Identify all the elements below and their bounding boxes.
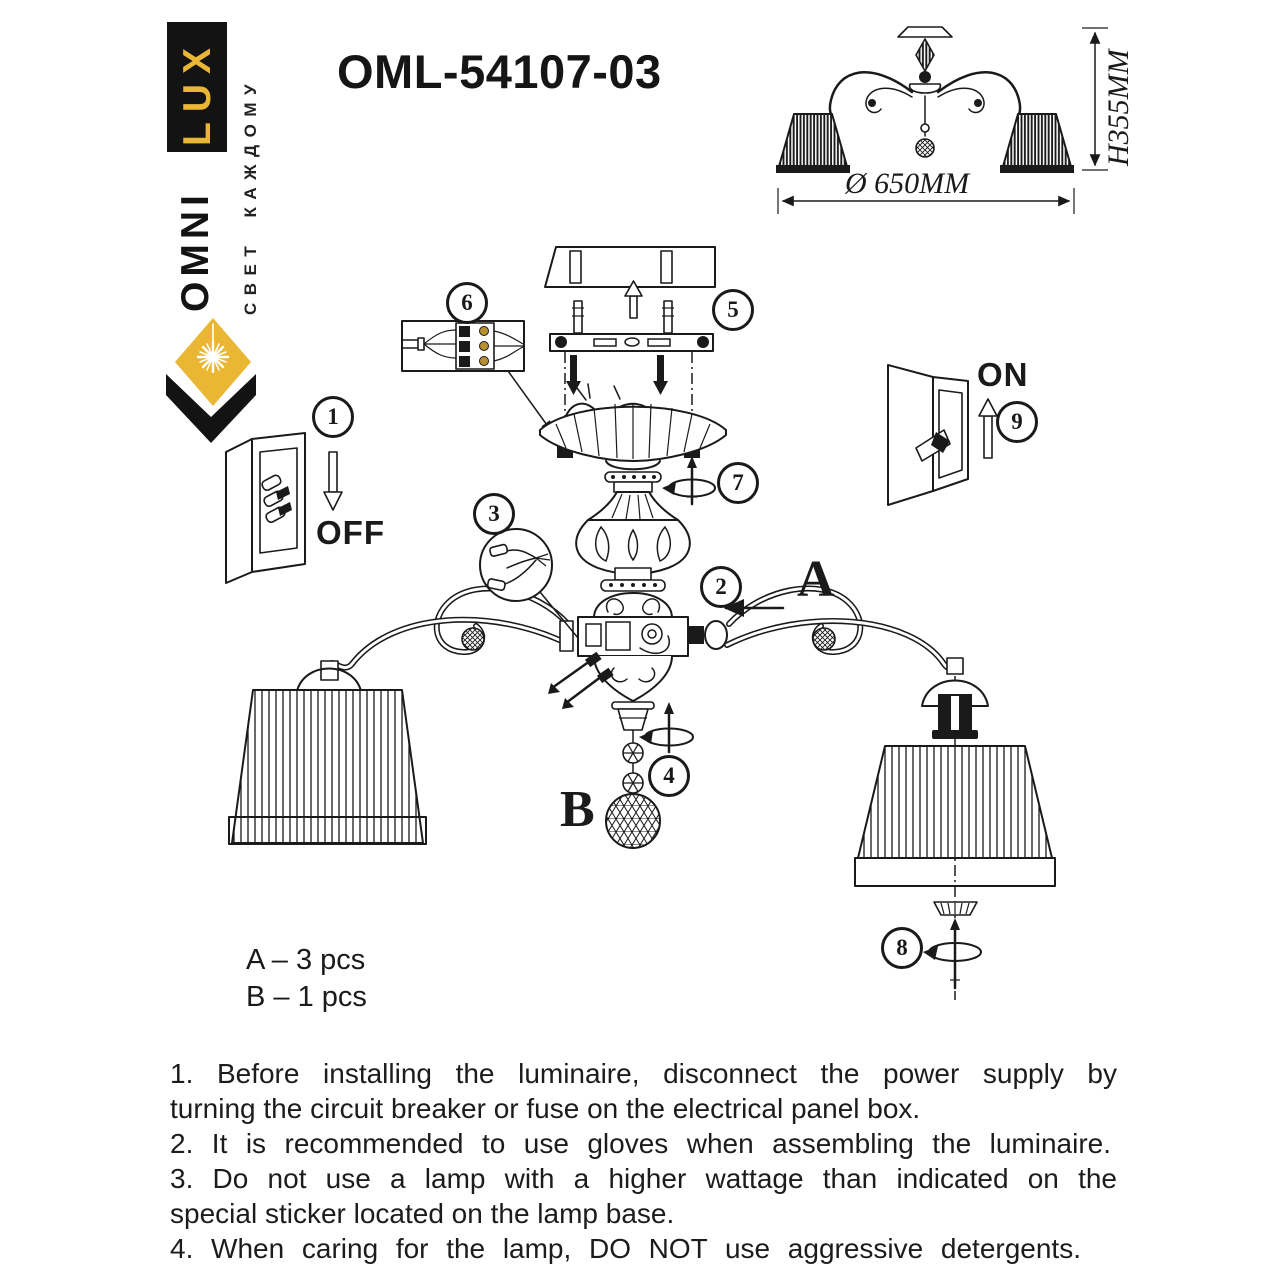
spec-shade-right bbox=[1000, 113, 1074, 173]
step-circle-1: 1 bbox=[312, 396, 354, 438]
logo-tagline: СВЕТ КАЖДОМУ bbox=[241, 76, 260, 315]
pendant-crystal bbox=[605, 701, 694, 849]
column-body bbox=[575, 481, 691, 592]
pendant-quantity: B – 1 pcs bbox=[246, 981, 367, 1013]
arm-quantity: A – 3 pcs bbox=[246, 944, 366, 976]
breaker-switch-icon bbox=[915, 429, 951, 462]
step-circle-5: 5 bbox=[712, 289, 754, 331]
pendant-letter-b: B bbox=[560, 781, 595, 838]
off-label: OFF bbox=[316, 514, 385, 551]
breaker-switch-icon bbox=[261, 474, 292, 524]
height-dimension bbox=[1082, 27, 1108, 171]
up-arrow-icon bbox=[983, 415, 993, 459]
starburst-icon bbox=[196, 323, 230, 374]
rotation-arrow-4 bbox=[639, 702, 694, 754]
wire-connector-magnifier bbox=[479, 528, 579, 639]
step-circle-2: 2 bbox=[700, 566, 742, 608]
step-circle-6: 6 bbox=[446, 282, 488, 324]
down-arrow-icon bbox=[328, 451, 338, 493]
pointer-line bbox=[507, 370, 553, 434]
step-circle-8: 8 bbox=[881, 927, 923, 969]
left-arm bbox=[329, 585, 573, 671]
shade-band bbox=[228, 816, 427, 845]
step-circle-4: 4 bbox=[648, 755, 690, 797]
diameter-dimension bbox=[777, 188, 1075, 214]
instruction-line: 3. Do not use a lamp with a higher watta… bbox=[170, 1163, 1117, 1194]
omnilux-logo-icon bbox=[166, 22, 256, 443]
instruction-line: special sticker located on the lamp base… bbox=[170, 1198, 675, 1229]
left-shade bbox=[228, 660, 427, 845]
step-circle-3: 3 bbox=[473, 493, 515, 535]
page-title: OML-54107-03 bbox=[337, 45, 662, 98]
rotation-arrow-8 bbox=[923, 918, 982, 990]
screw-icon bbox=[548, 651, 614, 709]
instruction-line: 4. When caring for the lamp, DO NOT use … bbox=[170, 1233, 1081, 1264]
flower-bead-icon bbox=[622, 742, 644, 764]
spec-shade-left bbox=[776, 113, 850, 173]
arm-letter-a: A bbox=[797, 551, 835, 608]
flower-bead-icon bbox=[622, 772, 644, 794]
height-label: H355MM bbox=[1102, 49, 1135, 166]
on-label: ON bbox=[977, 356, 1029, 393]
off-panel-icon bbox=[225, 432, 343, 584]
instruction-line: 2. It is recommended to use gloves when … bbox=[170, 1128, 1111, 1159]
step-circle-7: 7 bbox=[717, 462, 759, 504]
instruction-line: turning the circuit breaker or fuse on t… bbox=[170, 1093, 921, 1124]
spec-drawing bbox=[776, 26, 1108, 214]
diameter-label: Ø 650MM bbox=[845, 167, 970, 200]
instructions-block: 1. Before installing the luminaire, disc… bbox=[170, 1056, 1117, 1266]
on-panel-icon bbox=[887, 364, 998, 506]
instruction-line: 1. Before installing the luminaire, disc… bbox=[170, 1058, 1117, 1089]
right-shade-exploded bbox=[854, 657, 1056, 1000]
arm-plug bbox=[687, 626, 704, 644]
rotation-arrow-7 bbox=[662, 456, 716, 506]
logo-lux: LUX bbox=[176, 38, 219, 146]
logo-omni: OMNI bbox=[174, 190, 217, 312]
shade-band bbox=[854, 857, 1056, 887]
screw-icon bbox=[566, 355, 668, 395]
canopy bbox=[539, 383, 727, 483]
ceiling-icon bbox=[544, 246, 716, 319]
wire-terminal-detail bbox=[401, 320, 553, 434]
up-arrow-icon bbox=[629, 295, 638, 319]
step-circle-9: 9 bbox=[996, 401, 1038, 443]
hub-body bbox=[548, 592, 689, 709]
